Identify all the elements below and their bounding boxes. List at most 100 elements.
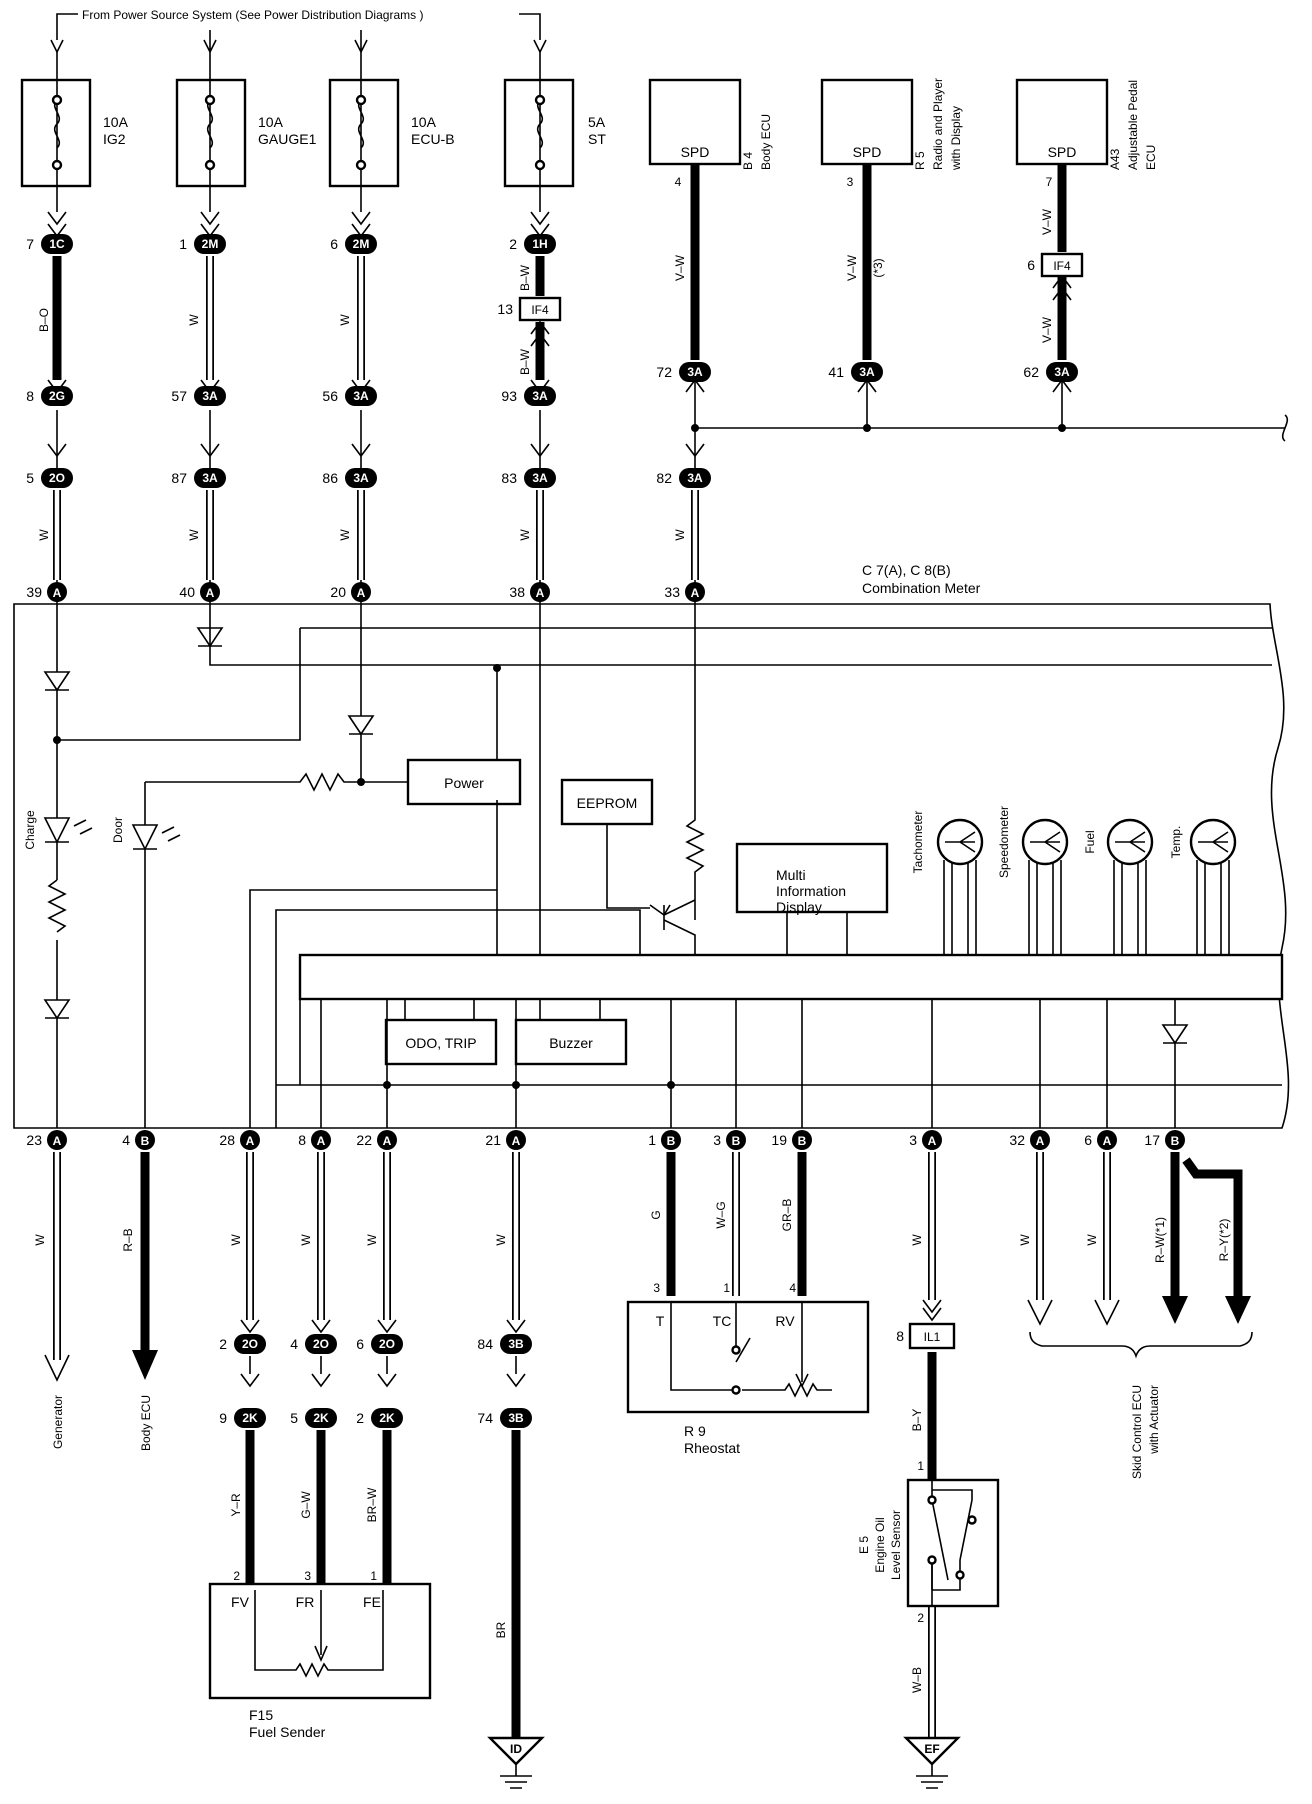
wire-color: W — [673, 529, 687, 541]
pin-number: 56 — [322, 388, 338, 404]
connector-id: 3A — [353, 389, 369, 403]
rheostat-pin: 3 — [653, 1281, 660, 1295]
connector-id: B — [667, 1134, 676, 1148]
connector-id: 2K — [379, 1411, 395, 1425]
sensor-name: Engine Oil — [873, 1517, 887, 1572]
wire-color: B–O — [37, 308, 51, 332]
pin-number: 3 — [909, 1132, 917, 1148]
connector-id: 3A — [1054, 365, 1070, 379]
fuse-ecu-b: 10A ECU-B — [328, 52, 455, 188]
spd-adjustable-pedal: SPD A43 Adjustable Pedal ECU — [1015, 78, 1158, 170]
multi-info-display-block — [735, 842, 889, 914]
pin-number: 7 — [1046, 175, 1053, 189]
upper-connectors: 1C 7 B–O 2G 8 2O 5 W 2M 1 W 3A 57 3A 87 … — [26, 175, 1084, 602]
mid-label-2: Information — [776, 883, 846, 899]
bottom-pins: A 23 B 4 A 28 A 8 A 22 A 21 B 1 B 3 B 19… — [26, 1130, 1185, 1150]
pin-number: 72 — [656, 364, 672, 380]
pin-number: 3 — [713, 1132, 721, 1148]
pin-number: 74 — [477, 1410, 493, 1426]
pin-number: 8 — [26, 388, 34, 404]
connector-id: 2O — [49, 471, 65, 485]
connector-id: 3B — [508, 1337, 524, 1351]
connector-id: 3A — [353, 471, 369, 485]
wire-color: G — [649, 1210, 663, 1219]
pin-number: 83 — [501, 470, 517, 486]
pin-number: 4 — [122, 1132, 130, 1148]
sender-pin: 2 — [233, 1569, 240, 1583]
connector-id: A — [512, 1134, 521, 1148]
wire-color: W — [37, 529, 51, 541]
odo-trip-label: ODO, TRIP — [405, 1035, 476, 1051]
rheostat-terminal: RV — [775, 1313, 795, 1329]
wire-color: W — [187, 314, 201, 326]
wire-color-alt: R–Y(*2) — [1217, 1219, 1231, 1262]
rheostat-pin: 4 — [789, 1281, 796, 1295]
pin-number: 2 — [219, 1336, 227, 1352]
ground-label: ID — [510, 1742, 522, 1756]
sensor-pin: 1 — [917, 1459, 924, 1473]
wires-upper — [47, 164, 1289, 605]
rheostat: 3 1 4 T TC RV R 9 Rheostat — [626, 1281, 870, 1456]
wire-color: W–B — [910, 1667, 924, 1693]
buzzer-block — [514, 1018, 628, 1066]
ground-label: EF — [924, 1742, 939, 1756]
wire-note: (*3) — [871, 258, 885, 277]
connector-id: 2O — [242, 1337, 258, 1351]
connector-id: A — [246, 1134, 255, 1148]
connector-id: IF4 — [1053, 259, 1071, 273]
connector-id: A — [206, 586, 215, 600]
pin-number: 23 — [26, 1132, 42, 1148]
odo-trip-block — [384, 1018, 498, 1066]
module-name-2: ECU — [1144, 145, 1158, 170]
pin-number: 8 — [896, 1328, 904, 1344]
gauge-label: Fuel — [1083, 830, 1097, 853]
pin-number: 2 — [509, 236, 517, 252]
pin-number: 93 — [501, 388, 517, 404]
wire-color: B–W — [518, 348, 532, 375]
fuse-name: IG2 — [103, 131, 126, 147]
fuse-name: ECU-B — [411, 131, 455, 147]
pin-number: 2 — [356, 1410, 364, 1426]
wire-color: V–W — [1040, 316, 1054, 343]
connector-id: 3B — [508, 1411, 524, 1425]
connector-id: A — [1103, 1134, 1112, 1148]
fuse-amp: 10A — [258, 114, 284, 130]
body-ecu-label: Body ECU — [139, 1395, 153, 1451]
fuse-amp: 10A — [411, 114, 437, 130]
meter-name: Combination Meter — [862, 580, 981, 596]
wire-color: W — [365, 1234, 379, 1246]
pin-number: 22 — [356, 1132, 372, 1148]
meter-data-bus — [298, 953, 1284, 1001]
module-ref: A43 — [1108, 148, 1122, 170]
connector-id: 2K — [313, 1411, 329, 1425]
connector-id: B — [732, 1134, 741, 1148]
wire-color: B–W — [518, 264, 532, 291]
buzzer-label: Buzzer — [549, 1035, 593, 1051]
connector-id: B — [1171, 1134, 1180, 1148]
lower-connectors: 2O 2 2K 9 2O 4 2K 5 2O 6 2K 2 Y–R G–W BR… — [219, 1322, 956, 1583]
sensor-ref: E 5 — [857, 1536, 871, 1554]
spd-radio: SPD R 5 Radio and Player with Display — [820, 78, 963, 171]
connector-id: A — [928, 1134, 937, 1148]
pin-number: 9 — [219, 1410, 227, 1426]
wire-color: Y–R — [229, 1493, 243, 1517]
pin-number: 41 — [828, 364, 844, 380]
source-note: From Power Source System (See Power Dist… — [82, 8, 423, 22]
connector-id: A — [1036, 1134, 1045, 1148]
ground-id: ID — [487, 1736, 545, 1789]
connector-id: 3A — [202, 389, 218, 403]
wire-color: R–B — [121, 1228, 135, 1251]
fuse-st: 5A ST — [503, 52, 606, 188]
pin-number: 1 — [179, 236, 187, 252]
wires-lower: W Generator R–B Body ECU W W W W BR G W–… — [33, 1152, 1253, 1738]
pin-number: 39 — [26, 584, 42, 600]
wire-color: W — [338, 529, 352, 541]
wire-color: W — [494, 1234, 508, 1246]
connector-id: 3A — [687, 471, 703, 485]
module-ref: B 4 — [741, 152, 755, 170]
module-ref: R 5 — [913, 151, 927, 170]
spd-body-ecu: SPD B 4 Body ECU — [648, 78, 773, 170]
power-source-header: From Power Source System (See Power Dist… — [50, 8, 547, 54]
connector-id: 2K — [242, 1411, 258, 1425]
connector-id: 3A — [532, 471, 548, 485]
